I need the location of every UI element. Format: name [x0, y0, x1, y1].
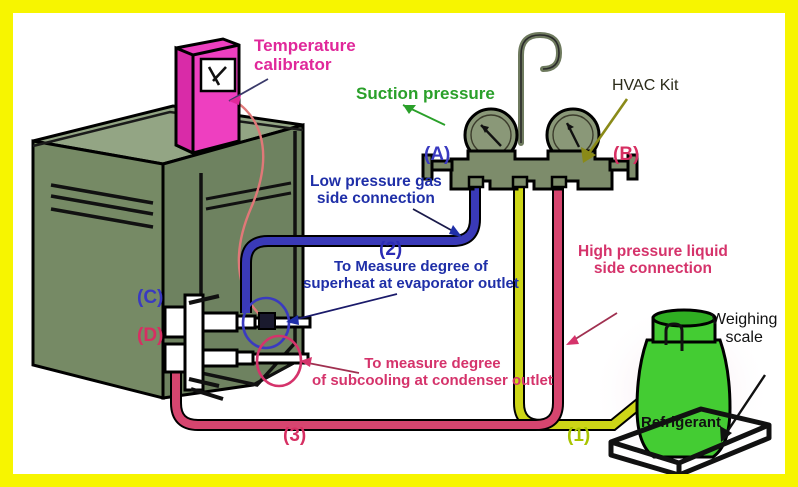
refrigerant-cylinder — [635, 308, 732, 459]
subcooling-line2: of subcooling at condenser outlet — [312, 371, 553, 389]
high-pressure-line2: side connection — [593, 260, 712, 278]
cylinder-valve — [664, 322, 684, 351]
label-low-pressure-connection: Low pressure gas side connection — [310, 173, 442, 208]
diagram-canvas: Temperature calibrator Suction pressure … — [13, 13, 785, 474]
superheat-highlight-ellipse — [241, 296, 291, 350]
calibrator-display — [199, 57, 237, 93]
high-pressure-leader — [568, 312, 618, 344]
label-weighing-scale: Weighing scale — [711, 311, 777, 347]
temperature-calibrator — [174, 37, 241, 156]
service-valve-assembly — [163, 293, 312, 392]
temperature-calibrator-line1: Temperature — [254, 36, 356, 55]
label-temperature-calibrator: Temperature calibrator — [254, 36, 356, 74]
low-pressure-line1: Low pressure gas — [310, 173, 442, 190]
diagram-graphics — [31, 31, 772, 474]
hvac-manifold — [421, 31, 639, 191]
callout-c: (C) — [137, 287, 164, 308]
callout-d: (D) — [137, 325, 164, 346]
superheat-leader — [288, 293, 398, 322]
label-suction-pressure: Suction pressure — [356, 84, 495, 103]
superheat-line1: To Measure degree of — [333, 258, 488, 275]
subcooling-line1: To measure degree — [364, 355, 501, 372]
label-subcooling: To measure degree of subcooling at conde… — [312, 355, 553, 390]
label-high-pressure-connection: High pressure liquid side connection — [578, 243, 728, 278]
superheat-line2: superheat at evaporator outlet — [303, 274, 519, 292]
weighing-scale — [608, 406, 772, 474]
callout-a: (A) — [424, 144, 451, 165]
callout-1: (1) — [567, 425, 591, 446]
subcooling-leader — [302, 361, 360, 374]
callout-b: (B) — [613, 144, 640, 165]
label-hvac-kit: HVAC Kit — [612, 77, 679, 94]
cylinder-collar — [651, 308, 717, 328]
high-pressure-line1: High pressure liquid — [578, 243, 728, 260]
callout-2: (2) — [379, 239, 403, 260]
label-superheat: To Measure degree of superheat at evapor… — [303, 258, 519, 293]
weighing-scale-line1: Weighing — [711, 311, 778, 328]
low-pressure-line2: side connection — [316, 190, 435, 208]
weighing-scale-line2: scale — [725, 328, 763, 346]
weighing-scale-leader — [722, 374, 766, 439]
temperature-calibrator-line2: calibrator — [254, 55, 332, 75]
valve-fins — [188, 294, 224, 401]
callout-3: (3) — [283, 425, 307, 446]
label-refrigerant: Refrigerant — [641, 414, 722, 431]
leader-lines — [228, 78, 766, 442]
calibrator-leader — [228, 78, 269, 102]
hvac-kit-leader — [583, 98, 629, 160]
upper-sensor-block — [258, 312, 276, 330]
